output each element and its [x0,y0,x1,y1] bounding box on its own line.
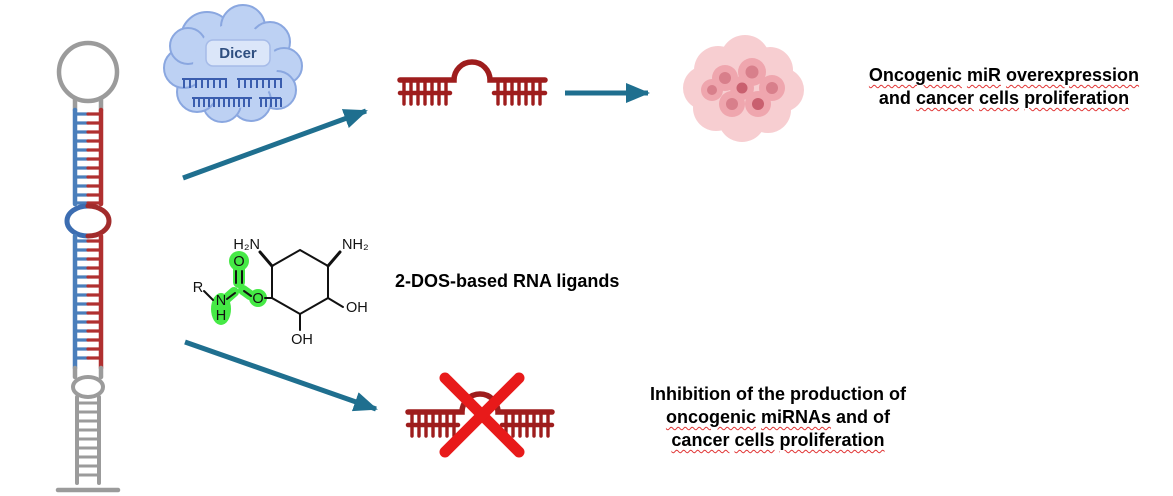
hairpin-terminal-loop [56,40,120,104]
cancer-cells-nuclei [707,65,778,110]
hairpin-upper-stem [72,107,104,207]
chem-label-amine-left: H₂N [233,237,260,253]
ligand-structure-icon: H₂N NH₂ OH OH O O N H R [193,237,369,348]
caption-word: cancer [671,430,730,451]
chem-label-hydroxyl-right: OH [346,300,368,316]
chem-label-r-group: R [193,280,203,296]
caption-word: Inhibition [649,384,731,404]
caption-word: cancer [915,88,974,109]
caption-word: and [878,88,911,109]
arrow-dicer-processing [182,108,368,181]
caption-oncogenic-overexpression: Oncogenic miR overexpression and cancer … [835,64,1173,110]
mirna-duplex-icon [397,59,548,106]
dicer-label-box [205,39,271,67]
caption-word: overexpression [1005,65,1140,85]
caption-word: miR [966,65,1001,85]
ligand-atom-labels: H₂N NH₂ OH OH O O N H R [193,237,369,348]
caption-word: of [735,384,753,404]
caption-inhibition: Inhibition of the production of oncogeni… [612,383,944,452]
caption-word: proliferation [779,430,885,451]
ligand-bonds [203,248,344,331]
caption-word: the [758,384,785,404]
caption-line: Oncogenic miR overexpression [835,64,1173,87]
caption-line: and cancer cells proliferation [835,87,1173,110]
caption-word: miRNAs [760,407,831,428]
caption-word: production [790,384,884,404]
dicer-enzyme-icon: Dicer [163,4,303,123]
hairpin-basal-segment [55,365,121,493]
arrow-ligand-inhibition [184,339,378,412]
caption-line: oncogenic miRNAs and of [612,406,944,429]
pre-mirna-hairpin-icon [55,40,121,493]
hairpin-lower-stem [72,233,104,371]
caption-word: oncogenic [665,407,756,428]
chem-label-amide-h: H [216,308,226,324]
caption-word: of [873,407,891,428]
red-cross-icon [439,372,525,458]
caption-line: cancer cells proliferation [612,429,944,452]
dicer-label: Dicer [219,45,257,62]
caption-word: cells [979,88,1020,109]
caption-word: and [836,407,869,428]
ligand-label: 2-DOS-based RNA ligands [395,271,620,291]
dicer-rna-combs [182,78,282,107]
hairpin-internal-bulge [64,203,112,239]
chem-label-hydroxyl-bottom: OH [291,332,313,348]
cancer-cells-icon [683,35,804,142]
chem-label-amide-n: N [216,293,226,309]
chem-label-carbonyl-o: O [233,254,244,270]
caption-word: of [889,384,907,404]
caption-line: Inhibition of the production of [612,383,944,406]
caption-word: proliferation [1024,88,1130,109]
caption-word: Oncogenic [868,65,962,85]
chem-label-ester-o: O [252,291,263,307]
caption-word: cells [734,430,775,451]
chem-label-amine-right: NH₂ [342,237,369,253]
